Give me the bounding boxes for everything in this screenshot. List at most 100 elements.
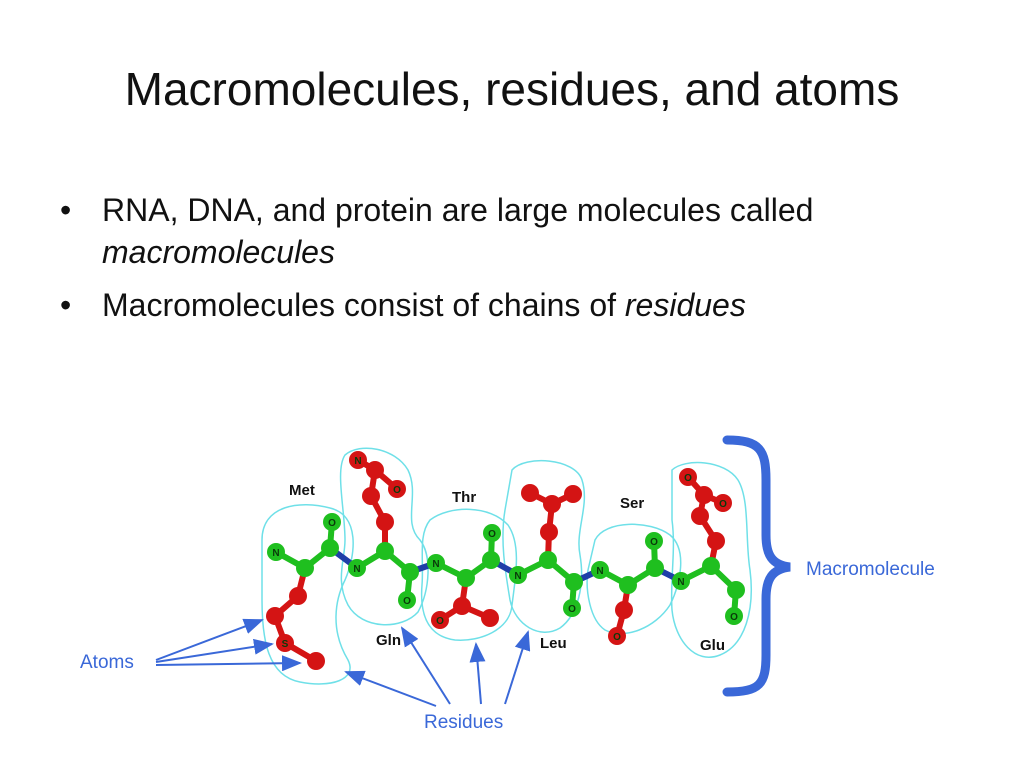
- bullet-emphasis: residues: [624, 287, 746, 324]
- atom-letter-o: O: [393, 485, 401, 496]
- atom-letter-o: O: [328, 518, 336, 529]
- bullet-text: RNA, DNA, and protein are large molecule…: [102, 192, 814, 228]
- oxygen-atom: [483, 524, 501, 542]
- carbon-atom: [376, 513, 394, 531]
- arrow-icon: [155, 618, 264, 661]
- residue-outline-glu: [670, 461, 752, 658]
- bullet-list: • RNA, DNA, and protein are large molecu…: [60, 190, 960, 339]
- carbon-atom: [376, 542, 394, 560]
- carbon-atom: [619, 576, 637, 594]
- residue-name-ser: Ser: [620, 495, 644, 512]
- atom-arrows: [155, 618, 302, 672]
- atom-letter-n: N: [354, 456, 361, 467]
- bullet-item: • RNA, DNA, and protein are large molecu…: [60, 190, 960, 273]
- bullet-dot-icon: •: [60, 287, 72, 324]
- carbon-atom: [691, 507, 709, 525]
- carbon-atom: [307, 652, 325, 670]
- sulfur-atom: [276, 634, 294, 652]
- atom-letter-o: O: [436, 616, 444, 627]
- atom-letter-n: N: [514, 571, 521, 582]
- oxygen-atom: [323, 513, 341, 531]
- nitrogen-atom: [672, 572, 690, 590]
- residue-arrows: [344, 626, 531, 707]
- atom-letter-o: O: [730, 612, 738, 623]
- atom-letter-n: N: [432, 559, 439, 570]
- arrow-icon: [155, 638, 274, 663]
- residue-name-thr: Thr: [452, 489, 476, 506]
- carbon-atom: [481, 609, 499, 627]
- oxygen-atom: [398, 591, 416, 609]
- oxygen-atom: [714, 494, 732, 512]
- oxygen-atom: [388, 480, 406, 498]
- carbon-atom: [482, 551, 500, 569]
- residue-name-leu: Leu: [540, 635, 567, 652]
- nitrogen-atom: [427, 554, 445, 572]
- carbon-atom: [266, 607, 284, 625]
- carbon-atom: [296, 559, 314, 577]
- carbon-atom: [543, 495, 561, 513]
- carbon-atom: [321, 539, 339, 557]
- carbon-atom: [289, 587, 307, 605]
- bullet-dot-icon: •: [60, 192, 72, 228]
- atom-letter-n: N: [272, 548, 279, 559]
- atom-letter-o: O: [719, 499, 727, 510]
- arrow-icon: [400, 626, 451, 705]
- carbon-atom: [521, 484, 539, 502]
- oxygen-atom: [431, 611, 449, 629]
- arrow-icon: [155, 655, 302, 672]
- carbon-atom: [539, 551, 557, 569]
- carbon-atom: [366, 461, 384, 479]
- carbon-atom: [540, 523, 558, 541]
- bullet-text: Macromolecules consist of chains of: [102, 287, 625, 324]
- bullet-emphasis: macromolecules: [102, 233, 335, 270]
- residue-outlines: [261, 447, 752, 685]
- atom-letter-n: N: [353, 564, 360, 575]
- oxygen-atom: [608, 627, 626, 645]
- residue-outline-thr: [420, 508, 518, 641]
- atom-letters: N O S N O N O N O O N O N O O N O O O: [272, 456, 738, 650]
- carbon-atom: [457, 569, 475, 587]
- slide-title: Macromolecules, residues, and atoms: [124, 63, 900, 115]
- atom-letter-o: O: [684, 473, 692, 484]
- carbon-atom: [702, 557, 720, 575]
- nitrogen-atom: [509, 566, 527, 584]
- carbon-atom: [401, 563, 419, 581]
- residue-name-met: Met: [289, 482, 315, 499]
- residue-outline-ser: [586, 523, 682, 635]
- carbon-atom: [615, 601, 633, 619]
- atom-letter-n: N: [677, 577, 684, 588]
- atoms: [266, 451, 745, 670]
- atom-letter-o: O: [488, 529, 496, 540]
- carbon-atom: [707, 532, 725, 550]
- atom-letter-o: O: [650, 537, 658, 548]
- carbon-atom: [565, 573, 583, 591]
- macromolecule-label: Macromolecule: [806, 559, 935, 580]
- nitrogen-atom: [591, 561, 609, 579]
- nitrogen-atom: [267, 543, 285, 561]
- residue-name-gln: Gln: [376, 632, 401, 649]
- atoms-label: Atoms: [80, 652, 134, 673]
- residue-names: Met Gln Thr Leu Ser Glu: [289, 482, 725, 654]
- arrow-icon: [504, 630, 531, 705]
- bullet-item: • Macromolecules consist of chains of re…: [60, 285, 960, 327]
- oxygen-atom: [563, 599, 581, 617]
- residue-outline-gln: [339, 447, 429, 626]
- arrow-icon: [469, 642, 486, 705]
- atom-letter-n: N: [596, 566, 603, 577]
- residue-name-glu: Glu: [700, 637, 725, 654]
- carbon-atom: [695, 486, 713, 504]
- atom-letter-o: O: [568, 604, 576, 615]
- bonds: [272, 457, 739, 664]
- carbon-atom: [564, 485, 582, 503]
- oxygen-atom: [725, 607, 743, 625]
- nitrogen-atom: [348, 559, 366, 577]
- residues-label: Residues: [424, 712, 503, 733]
- oxygen-atom: [645, 532, 663, 550]
- oxygen-atom: [679, 468, 697, 486]
- carbon-atom: [727, 581, 745, 599]
- residue-outline-met: [261, 503, 354, 685]
- atom-letter-o: O: [403, 596, 411, 607]
- atom-letter-s: S: [282, 639, 289, 650]
- carbon-atom: [646, 559, 664, 577]
